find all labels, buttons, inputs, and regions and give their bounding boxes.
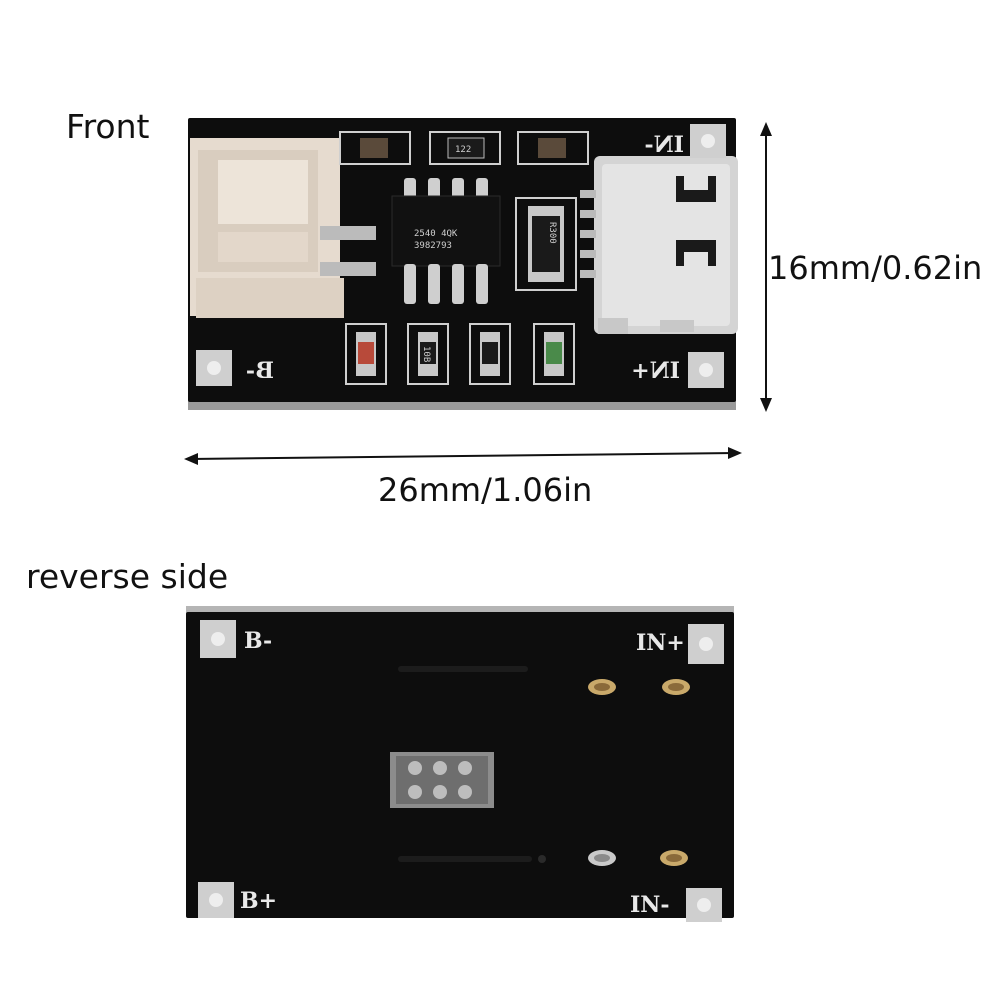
led-resistor-marking: 10B (421, 346, 431, 362)
reverse-caption: reverse side (26, 557, 229, 596)
top-capacitors: 122 (339, 131, 589, 165)
usb-c-port (580, 156, 738, 334)
svg-text:2540 4QK: 2540 4QK (414, 229, 458, 239)
jst-connector (190, 138, 376, 318)
reverse-label-b-plus: B+ (240, 888, 277, 914)
front-label-in-minus: IN- (644, 132, 684, 158)
width-dimension: 26mm/1.06in (378, 471, 593, 509)
charger-ic: 2540 4QK 3982793 (391, 178, 501, 304)
front-board: 122 2540 4QK 3982793 R300 (188, 118, 738, 410)
reverse-label-in-plus: IN+ (636, 630, 685, 656)
height-arrow (760, 122, 772, 412)
height-dimension: 16mm/0.62in (768, 249, 983, 287)
reverse-label-in-minus: IN- (630, 892, 670, 918)
reverse-board: B- IN+ B+ IN- (186, 606, 734, 922)
sense-resistor: R300 (515, 197, 577, 291)
cap-marking: 122 (455, 145, 471, 155)
resistor-marking: R300 (547, 222, 557, 244)
svg-text:3982793: 3982793 (414, 241, 452, 251)
led-row: 10B (345, 323, 575, 385)
front-label-b-minus: B- (246, 358, 274, 384)
front-caption: Front (66, 107, 150, 146)
width-arrow (184, 447, 742, 465)
reverse-label-b-minus: B- (244, 628, 272, 654)
front-label-in-plus: IN+ (631, 358, 680, 384)
